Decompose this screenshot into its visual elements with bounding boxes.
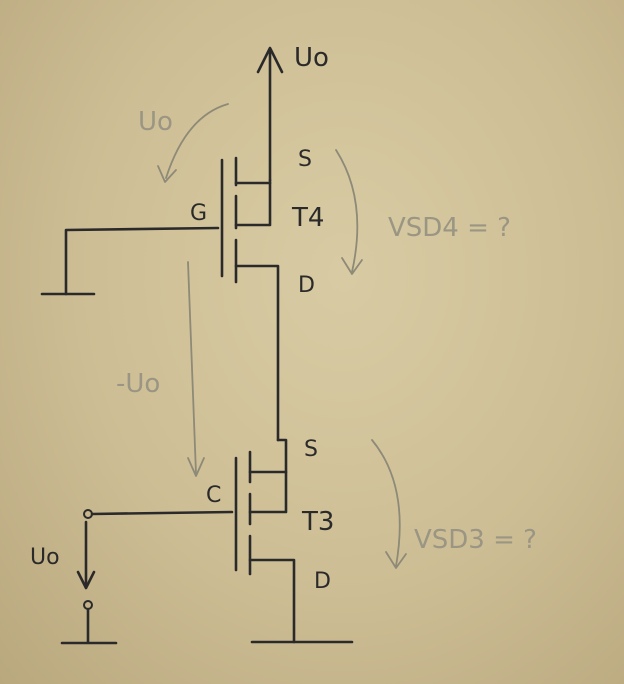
t4-gate-label: G: [190, 201, 207, 226]
t3-name-label: T3: [301, 507, 334, 537]
t4-drain-wire: [234, 264, 280, 442]
input-terminal-top: [83, 509, 93, 519]
t4-body-wire: [234, 181, 272, 227]
pencil-annotations: [157, 103, 407, 569]
t4-source-wire: [234, 178, 272, 185]
output-arrow: [256, 46, 284, 182]
input-terminals: [60, 509, 118, 645]
vout-pencil-top-label: Uo: [138, 107, 173, 137]
t3-source-wire: [248, 438, 288, 474]
t3-drain-wire: [248, 558, 296, 644]
vgs4-arrow: [165, 103, 229, 179]
t3-gate-label: C: [206, 483, 221, 508]
vsd3-question-label: VSD3 = ?: [414, 525, 537, 555]
t4-source-label: S: [298, 147, 312, 172]
t4-drain-label: D: [298, 273, 315, 298]
neg-vout-label: -Uo: [116, 369, 160, 399]
vsd4-arrow: [335, 149, 359, 273]
vsd4-question-label: VSD4 = ?: [388, 213, 511, 243]
t3-gate-wire: [90, 510, 234, 516]
t3-body-wire: [248, 470, 288, 514]
vout-top-label: Uo: [294, 43, 329, 73]
t4-gate-wire: [64, 226, 220, 296]
t3-drain-label: D: [314, 569, 331, 594]
neg-vout-arrow: [187, 261, 197, 475]
vin-left-label: Uo: [30, 545, 60, 570]
transistor-t4: [40, 156, 280, 442]
t4-name-label: T4: [291, 203, 324, 233]
t3-source-label: S: [304, 437, 318, 462]
vsd3-arrow: [371, 439, 401, 567]
transistor-t3: [90, 438, 354, 644]
